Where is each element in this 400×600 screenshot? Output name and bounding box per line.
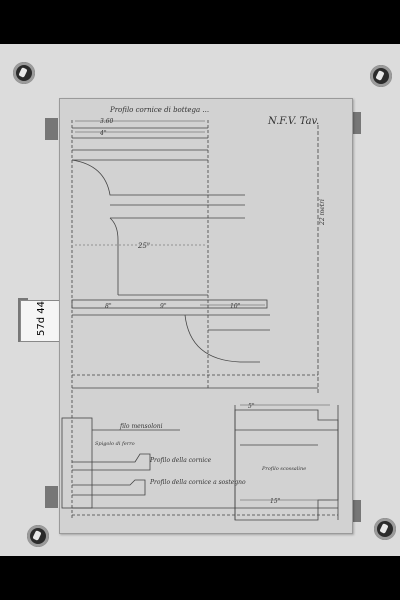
dimension-label: 8" [105,303,112,310]
dimension-label: 25" [137,242,150,250]
annotation: filo mensoloni [119,423,163,430]
dimension-label: 4" [99,130,107,137]
title-note: Profilo cornice di bottega ... [109,106,209,114]
tape-tab [45,486,58,508]
pushpin-icon [27,525,49,547]
drawing-sheet [59,98,353,534]
dimension-label: 15" [270,498,281,505]
dimension-label: 22 metri [319,199,326,226]
pushpin-icon [13,62,35,84]
annotation: Profilo della cornice [149,457,212,464]
plate-id: N.F.V. Tav. [267,116,319,127]
dimension-label: 10" [230,303,241,310]
dimension-label: 3.60 [100,118,114,125]
pushpin-icon [370,65,392,87]
annotation: Spigolo di ferro [95,441,135,447]
annotation: Profilo della cornice a sostegno [149,479,246,486]
annotation: Profilo scossaline [261,466,306,472]
tape-tab [45,118,58,140]
dimension-label: 5" [248,403,255,410]
dimension-label: 9" [160,303,167,310]
pushpin-icon [374,518,396,540]
